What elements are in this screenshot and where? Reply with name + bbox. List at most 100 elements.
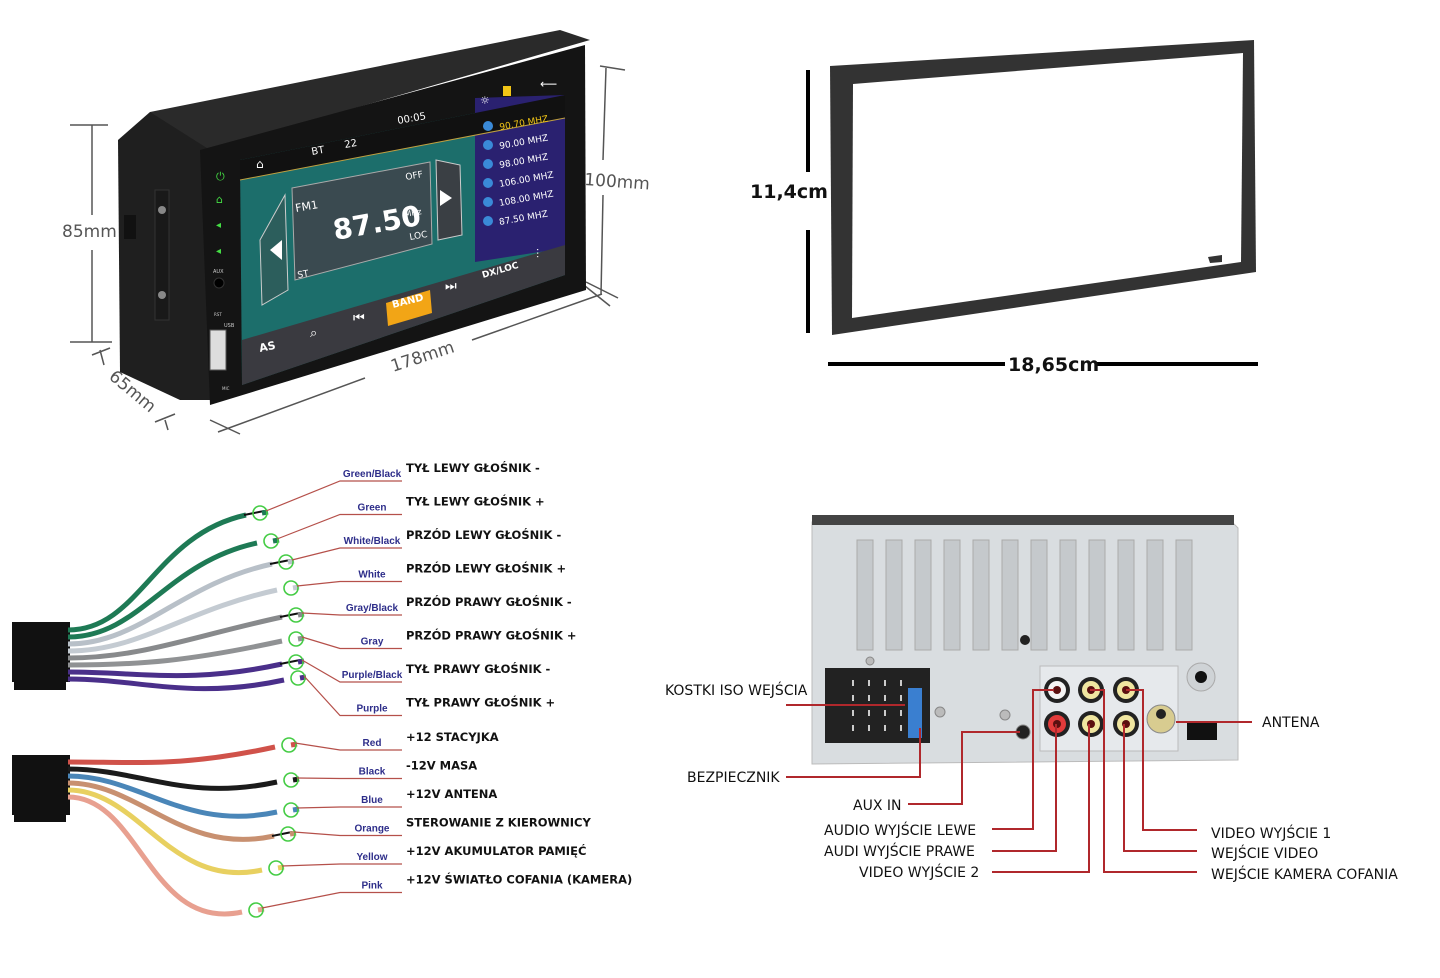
mount-hole: [1020, 635, 1030, 645]
aux-jack: [213, 277, 225, 289]
leader-line: [265, 480, 402, 512]
wire: [67, 540, 258, 640]
label-audio-right: AUDI WYJŚCIE PRAWE: [824, 842, 975, 860]
screen-clock: 00:05: [397, 111, 427, 127]
wire-marker: [288, 607, 304, 623]
frequency-display: [291, 161, 433, 281]
wire-color-label: Purple: [356, 704, 388, 715]
wire: [67, 773, 278, 819]
screen-volume: 22: [344, 138, 358, 151]
bracket-screw: [158, 291, 166, 299]
wire-function-label: PRZÓD LEWY GŁOŚNIK -: [406, 527, 561, 542]
wire: [67, 744, 276, 766]
dim-height-right: 100mm: [584, 170, 651, 195]
volume-down-icon[interactable]: ◂: [216, 220, 221, 231]
back-panel: [811, 515, 1239, 765]
brightness-icon[interactable]: ☼: [480, 94, 490, 107]
heatsink-fin: [856, 539, 874, 651]
wire-color-label: Gray: [361, 637, 384, 648]
radio-top-panel: [150, 30, 590, 150]
label-antenna: ANTENA: [1262, 715, 1320, 731]
wire-marker: [288, 631, 304, 647]
wire-marker: [268, 860, 284, 876]
wire-function-label: TYŁ PRAWY GŁOŚNIK +: [406, 695, 555, 710]
leader-line: [291, 547, 402, 561]
preset-icon: [483, 216, 493, 226]
wire-color-label: Green: [358, 503, 387, 514]
radio-unit: [118, 30, 590, 405]
wire-marker: [283, 580, 299, 596]
side-buttons: ⏻ ⌂ ◂ ◂: [209, 170, 227, 371]
wire-color-label: Green/Black: [343, 469, 402, 480]
wire: [67, 587, 278, 654]
screen-off: OFF: [405, 170, 424, 183]
usb-label: USB: [224, 323, 235, 329]
radio-side-slot: [124, 215, 136, 239]
band-button-bg: [386, 290, 432, 326]
screw: [865, 656, 875, 666]
heatsink-fin: [1146, 539, 1164, 651]
leader-line: [276, 513, 402, 540]
rear-slot: [1187, 722, 1217, 740]
heatsink-fin: [1001, 539, 1019, 651]
button-as[interactable]: AS: [258, 339, 277, 355]
wire-color-label: Purple/Black: [342, 670, 403, 681]
leader-line: [301, 636, 402, 650]
leader-line: [296, 806, 402, 809]
wire-function-label: TYŁ LEWY GŁOŚNIK -: [406, 460, 540, 475]
search-icon[interactable]: ⌕: [310, 326, 317, 341]
preset-panel-bg: [475, 95, 565, 262]
heatsink-fin: [943, 539, 961, 651]
wire-marker: [283, 802, 299, 818]
wire: [67, 561, 273, 647]
home-key-icon[interactable]: ⌂: [216, 193, 223, 206]
leader-line: [293, 831, 402, 837]
back-panel-top-edge: [812, 515, 1234, 525]
usb-port: [209, 329, 227, 371]
wire-function-label: -12V MASA: [406, 759, 477, 773]
wire-function-label: +12V ŚWIATŁO COFANIA (KAMERA): [406, 872, 632, 887]
home-icon[interactable]: ⌂: [256, 157, 264, 171]
label-iso-input: KOSTKI ISO WEJŚCIA: [665, 681, 808, 699]
screen-bt: BT: [311, 145, 327, 158]
wire-function-label: PRZÓD PRAWY GŁOŚNIK -: [406, 594, 572, 609]
wire-marker: [281, 737, 297, 753]
wire-color-label: White/Black: [344, 536, 401, 547]
wire-function-label: STEROWANIE Z KIEROWNICY: [406, 816, 591, 830]
frame-width: 18,65cm: [1008, 354, 1099, 376]
mounting-frame: [830, 40, 1256, 335]
heatsink-fin: [972, 539, 990, 651]
iso-connector-power: [12, 755, 70, 815]
wire-marker: [263, 533, 279, 549]
leader-line: [303, 675, 402, 717]
power-icon[interactable]: ⏻: [216, 170, 225, 183]
wire-marker: [280, 826, 296, 842]
preset-icon: [483, 197, 493, 207]
radio-mount-bracket: [154, 189, 170, 321]
wire-function-label: +12V AKUMULATOR PAMIĘĆ: [406, 843, 586, 858]
back-icon[interactable]: ⟵: [540, 77, 557, 91]
wire-marker: [252, 505, 268, 521]
wire-color-label: Red: [363, 738, 382, 749]
volume-up-icon[interactable]: ◂: [216, 246, 221, 257]
wire: [67, 794, 243, 917]
leader-line: [294, 742, 402, 751]
screen-band: FM1: [294, 198, 319, 215]
wire: [67, 766, 278, 791]
next-track-icon[interactable]: ⏭: [445, 279, 457, 294]
wire-function-label: PRZÓD PRAWY GŁOŚNIK +: [406, 628, 577, 643]
bracket-screw: [158, 206, 166, 214]
label-aux-in: AUX IN: [853, 798, 901, 814]
wire-marker: [290, 670, 306, 686]
equalizer-icon[interactable]: ⫶: [536, 247, 539, 261]
screw: [999, 709, 1011, 721]
wire-color-label: Gray/Black: [346, 603, 399, 614]
label-video-in: WEJŚCIE VIDEO: [1211, 844, 1318, 862]
heatsink-fin: [914, 539, 932, 651]
wire-function-label: PRZÓD LEWY GŁOŚNIK +: [406, 561, 566, 576]
heatsink-fin: [1088, 539, 1106, 651]
screen-unit: MHz: [404, 207, 422, 219]
prev-track-icon[interactable]: ⏮: [353, 311, 365, 326]
wire: [67, 676, 285, 692]
wire: [67, 638, 283, 668]
